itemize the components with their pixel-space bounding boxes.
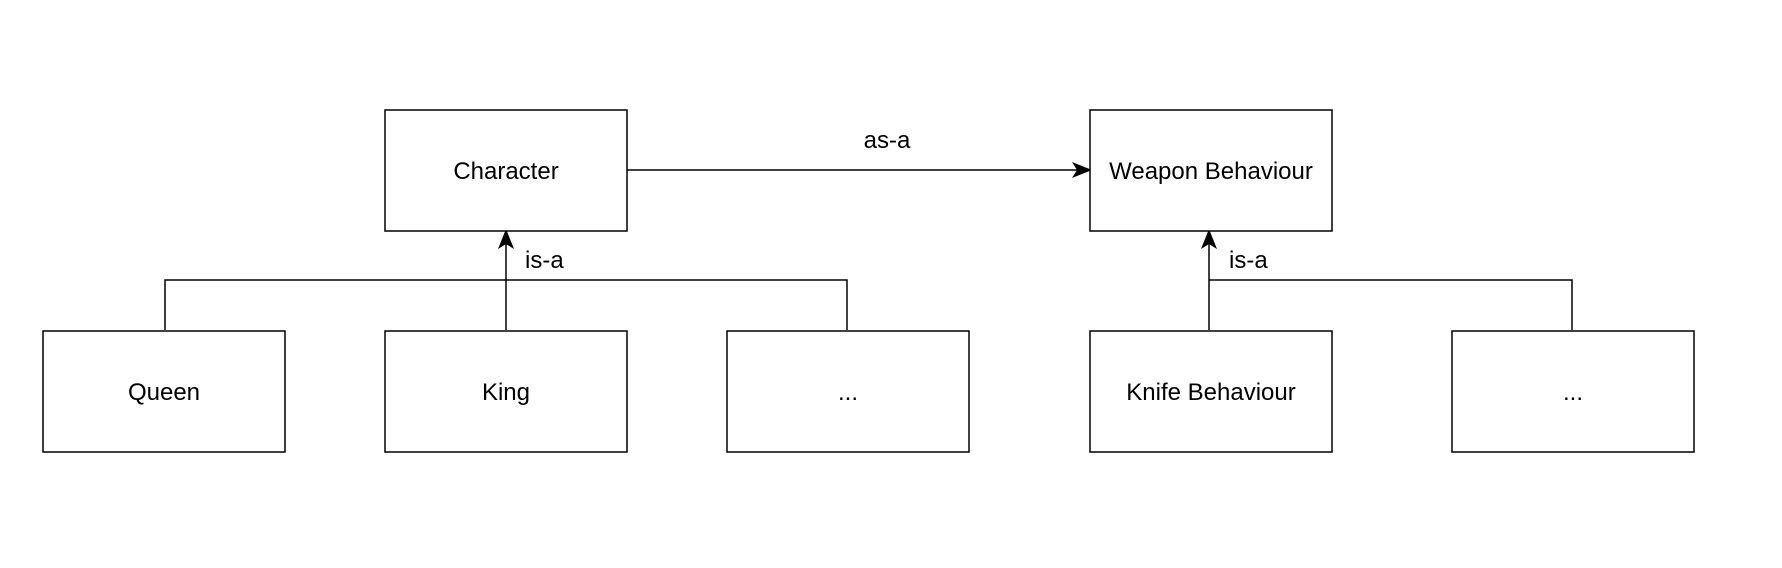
character-is-a-label: is-a bbox=[525, 247, 564, 274]
weapon-behaviour-box[interactable]: Weapon Behaviour bbox=[1089, 109, 1333, 232]
king-box[interactable]: King bbox=[384, 330, 628, 453]
weapon-behaviour-label: Weapon Behaviour bbox=[1109, 158, 1313, 185]
character-label: Character bbox=[453, 158, 558, 185]
knife-behaviour-box[interactable]: Knife Behaviour bbox=[1089, 330, 1333, 453]
character-more-box[interactable]: ... bbox=[726, 330, 970, 453]
as-a-label: as-a bbox=[864, 127, 911, 154]
weapon-more-box[interactable]: ... bbox=[1451, 330, 1695, 453]
king-label: King bbox=[482, 379, 530, 406]
connectors bbox=[164, 162, 1573, 330]
queen-label: Queen bbox=[128, 379, 200, 406]
queen-box[interactable]: Queen bbox=[42, 330, 286, 453]
weapon-is-a-label: is-a bbox=[1229, 247, 1268, 274]
character-more-label: ... bbox=[838, 379, 858, 406]
knife-behaviour-label: Knife Behaviour bbox=[1126, 379, 1295, 406]
character-box[interactable]: Character bbox=[384, 109, 628, 232]
weapon-more-label: ... bbox=[1563, 379, 1583, 406]
knife-connector bbox=[1209, 279, 1573, 330]
